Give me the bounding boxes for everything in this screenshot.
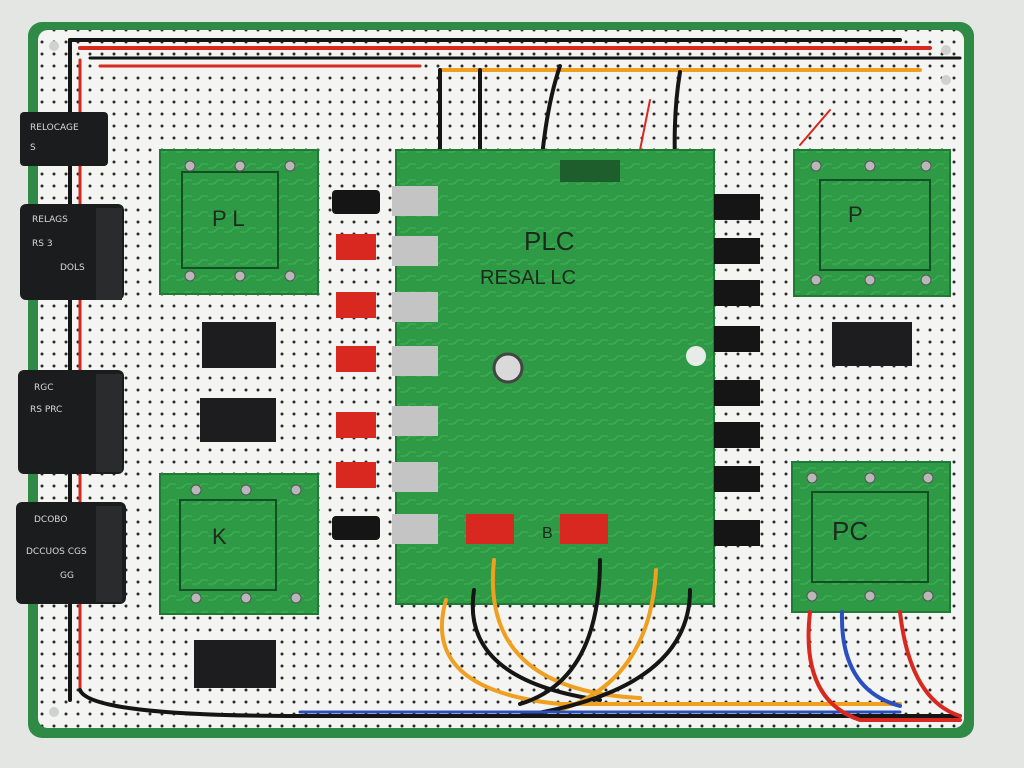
svg-text:RS 3: RS 3: [32, 239, 53, 249]
svg-text:RESAL LC: RESAL LC: [480, 267, 576, 289]
svg-text:PLC: PLC: [524, 226, 575, 256]
svg-text:K: K: [212, 524, 227, 549]
left-module-1: RELOCAGE S: [20, 112, 108, 166]
bottom-wires: [78, 558, 962, 722]
left-modules: RELOCAGE S RELAGS RS 3 DOLS RGC RS PRC D…: [16, 112, 126, 604]
mount-hole: [941, 45, 951, 55]
svg-text:RGC: RGC: [34, 383, 54, 393]
svg-text:P: P: [848, 202, 863, 227]
relay-board-top-left: P L: [159, 149, 319, 295]
mount-hole: [49, 707, 59, 717]
svg-text:PC: PC: [832, 516, 868, 546]
svg-text:DCOBO: DCOBO: [34, 515, 67, 525]
svg-text:GG: GG: [60, 571, 74, 581]
terminal-strip: [96, 374, 122, 472]
pin-header: [560, 160, 620, 182]
main-plc-board: PLC RESAL LC B: [395, 149, 715, 605]
relay-board-bottom-left: K: [159, 473, 319, 615]
svg-text:B: B: [542, 525, 553, 542]
svg-text:RS PRC: RS PRC: [30, 405, 62, 415]
mount-hole: [941, 75, 951, 85]
terminal-blocks-right: [714, 194, 760, 546]
svg-text:RELAGS: RELAGS: [32, 215, 68, 225]
led: [686, 346, 706, 366]
svg-text:P L: P L: [212, 206, 245, 231]
fuse: [560, 514, 608, 544]
relay-board-top-right: P: [793, 149, 951, 297]
terminal-strip: [96, 208, 122, 300]
fuse: [466, 514, 514, 544]
svg-text:RELOCAGE: RELOCAGE: [30, 123, 79, 133]
terminal-blocks-left: [332, 186, 438, 544]
capacitor: [492, 352, 524, 384]
svg-text:S: S: [30, 143, 36, 153]
svg-text:DOLS: DOLS: [60, 263, 85, 273]
mount-hole: [49, 41, 59, 51]
terminal-strip: [96, 506, 122, 602]
relay-board-bottom-right: PC: [791, 461, 951, 613]
ic-chips: [194, 322, 912, 688]
svg-text:DCCUOS CGS: DCCUOS CGS: [26, 547, 87, 557]
